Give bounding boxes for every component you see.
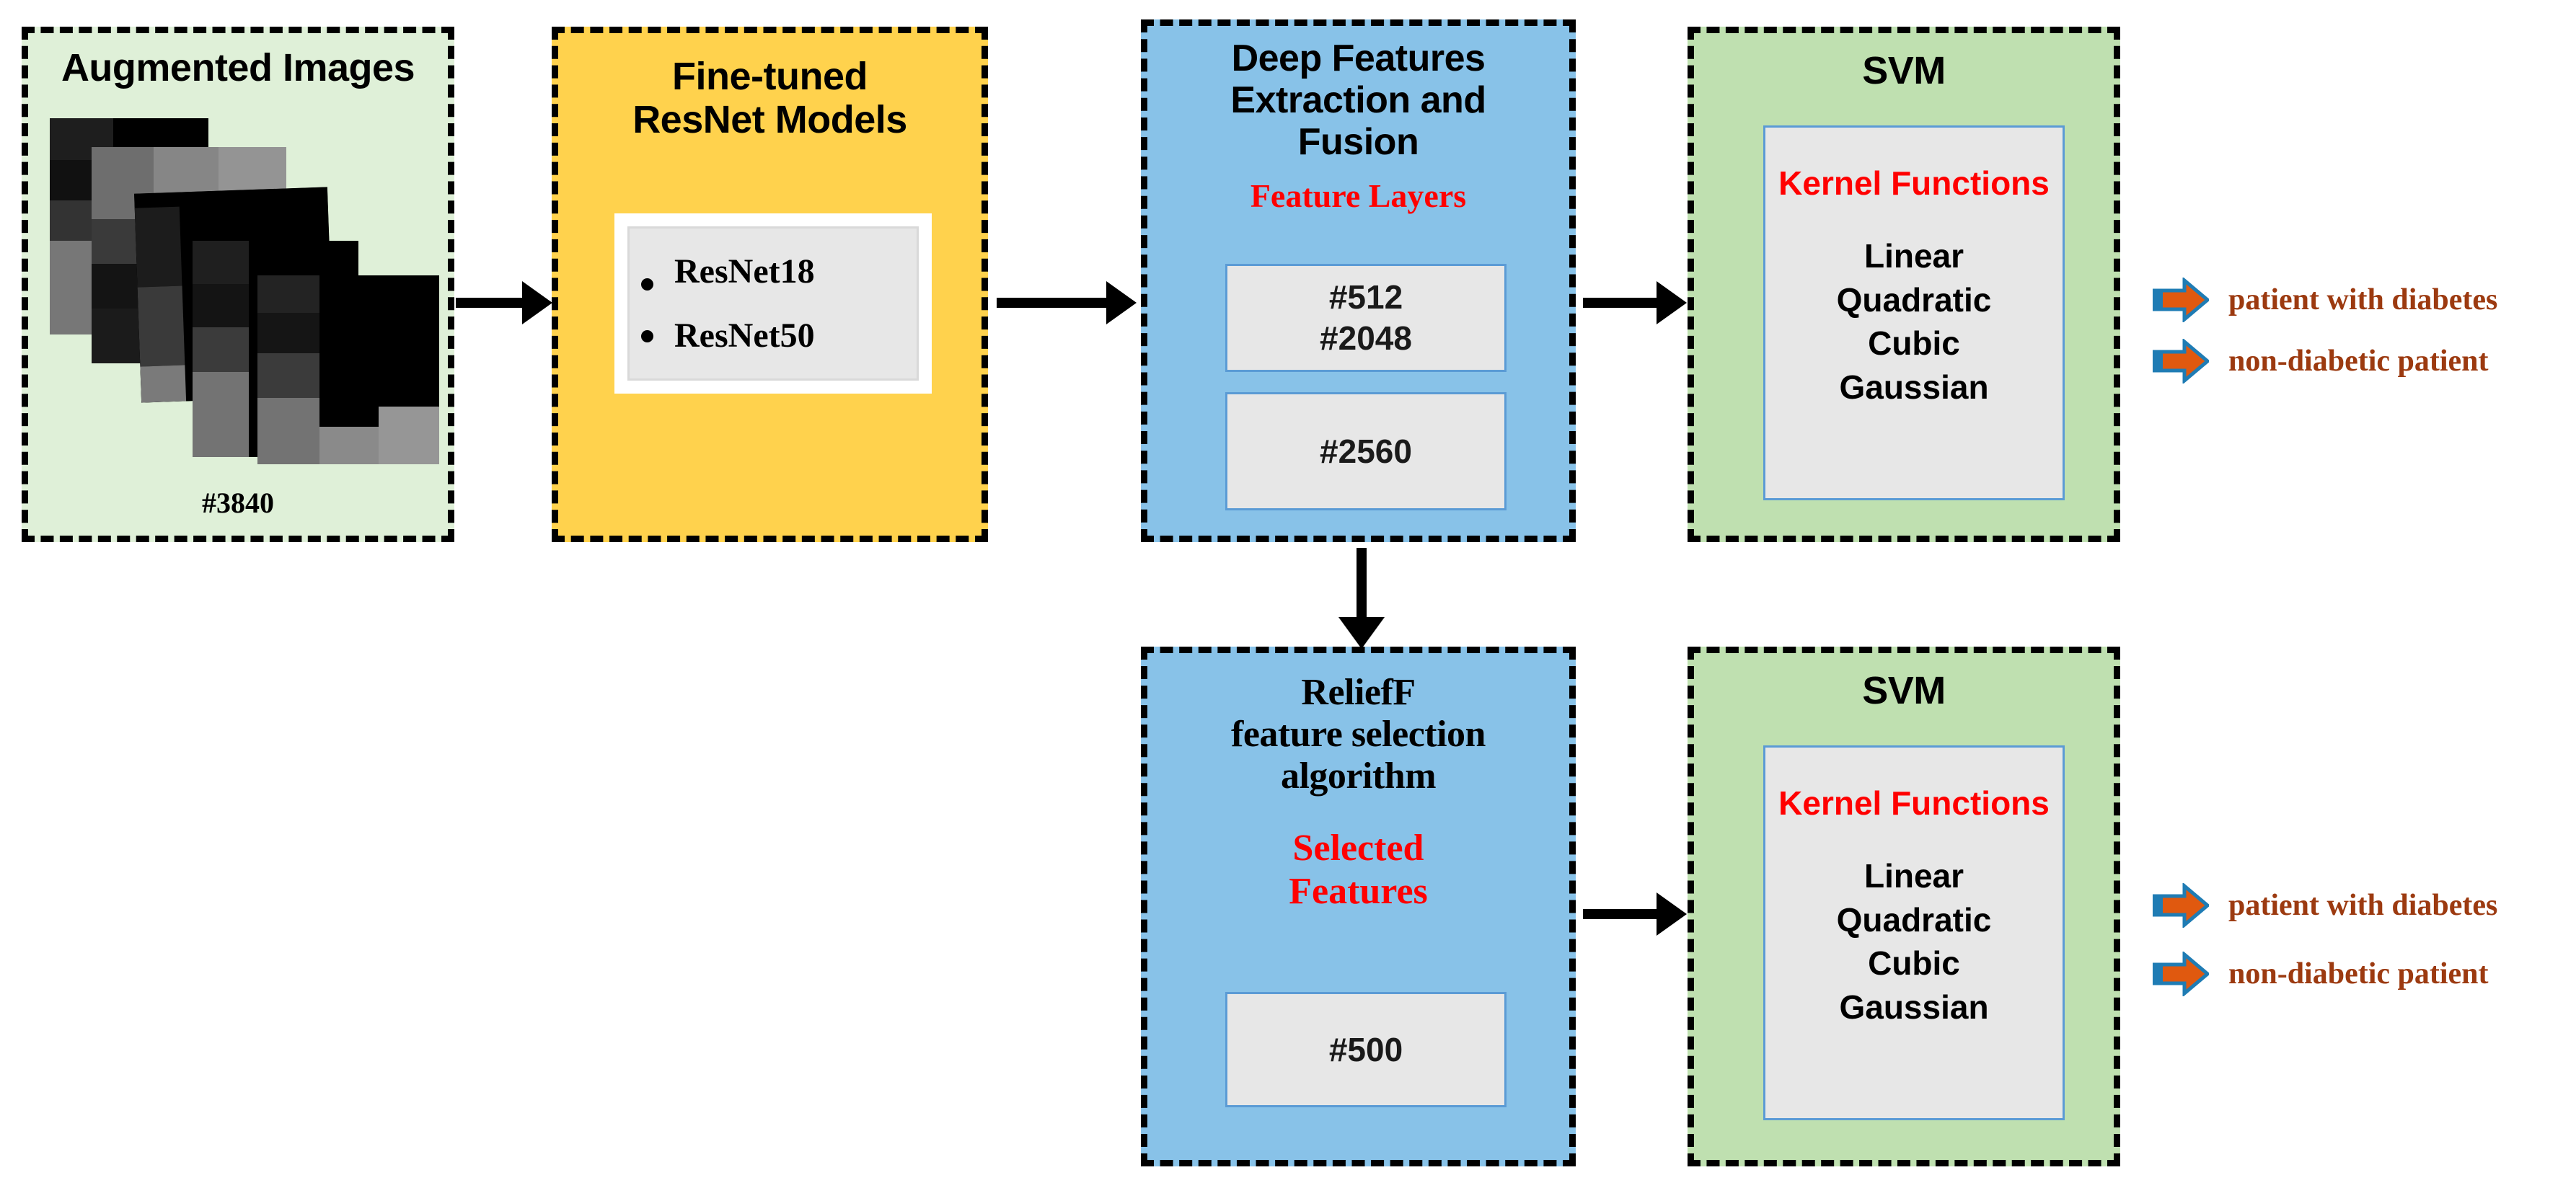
output-label-diabetic-top: patient with diabetes [2228,283,2498,316]
svm-bottom-kernel-panel: Kernel Functions Linear Quadratic Cubic … [1763,745,2065,1120]
feature-layers-panel-top: #512 #2048 [1225,264,1507,372]
output-label-nondiabetic-top: non-diabetic patient [2228,345,2489,378]
svm-top-kernel-subheading: Kernel Functions [1778,164,2050,202]
svm-bottom-kernel-item: Quadratic [1836,900,1992,939]
output-arrow-nondiabetic-bottom [2153,952,2209,996]
svm-bottom-kernel-subheading: Kernel Functions [1778,784,2050,822]
svm-bottom-kernel-item: Gaussian [1839,988,1989,1027]
svm-bottom-kernel-item: Cubic [1868,944,1960,983]
svm-bottom-kernel-item: Linear [1863,857,1964,895]
stage-resnet-models: Fine-tuned ResNet Models ResNet18 ResNet… [552,27,988,542]
relieff-title-line1: ReliefF [1301,672,1416,713]
augmented-images-title: Augmented Images [61,46,415,89]
feature-layers-subheading: Feature Layers [1250,177,1467,214]
stage-relieff: ReliefF feature selection algorithm Sele… [1141,647,1576,1166]
output-arrow-nondiabetic-top [2153,339,2209,384]
output-arrow-diabetic-bottom [2153,883,2209,928]
relieff-title-line3: algorithm [1280,755,1437,797]
augmented-images-count: #3840 [202,487,274,519]
resnet-models-panel: ResNet18 ResNet50 [627,226,919,381]
svm-top-kernel-panel: Kernel Functions Linear Quadratic Cubic … [1763,125,2065,500]
resnet-title-line1: Fine-tuned [672,55,868,98]
relieff-title-line2: feature selection [1231,714,1486,755]
svm-bottom-title: SVM [1862,669,1946,712]
feature-layers-panel-bottom: #2560 [1225,392,1507,510]
svm-top-kernel-item: Linear [1863,237,1964,275]
deep-features-title-line1: Deep Features [1231,37,1486,79]
feature-layer-value: #512 [1328,278,1403,316]
resnet-title-line2: ResNet Models [632,98,907,142]
stage-svm-top: SVM Kernel Functions Linear Quadratic Cu… [1688,27,2120,542]
feature-layer-value: #2048 [1320,319,1412,357]
selected-features-value: #500 [1328,1031,1403,1068]
selected-features-subheading-line1: Selected [1292,827,1424,869]
augmented-image-stack [50,118,439,464]
resnet-model-item: ResNet50 [630,316,917,355]
deep-features-title-line3: Fusion [1297,121,1419,164]
resnet-model-item: ResNet18 [630,252,917,316]
resnet-models-list: ResNet18 ResNet50 [630,252,917,355]
selected-features-panel: #500 [1225,992,1507,1107]
fused-feature-value: #2560 [1320,433,1412,470]
svm-top-title: SVM [1862,49,1946,92]
stage-deep-features: Deep Features Extraction and Fusion Feat… [1141,19,1576,542]
deep-features-title-line2: Extraction and [1230,79,1486,122]
stage-augmented-images: Augmented Images [22,27,454,542]
svm-top-kernel-item: Gaussian [1839,368,1989,407]
svm-top-kernel-item: Quadratic [1836,280,1992,319]
output-label-nondiabetic-bottom: non-diabetic patient [2228,957,2489,991]
augmented-image-thumbnail [257,275,439,464]
svm-top-kernel-item: Cubic [1868,324,1960,363]
selected-features-subheading-line2: Features [1289,871,1428,913]
resnet-models-panel-frame: ResNet18 ResNet50 [614,213,932,394]
output-arrow-diabetic-top [2153,278,2209,322]
stage-svm-bottom: SVM Kernel Functions Linear Quadratic Cu… [1688,647,2120,1166]
output-label-diabetic-bottom: patient with diabetes [2228,889,2498,922]
